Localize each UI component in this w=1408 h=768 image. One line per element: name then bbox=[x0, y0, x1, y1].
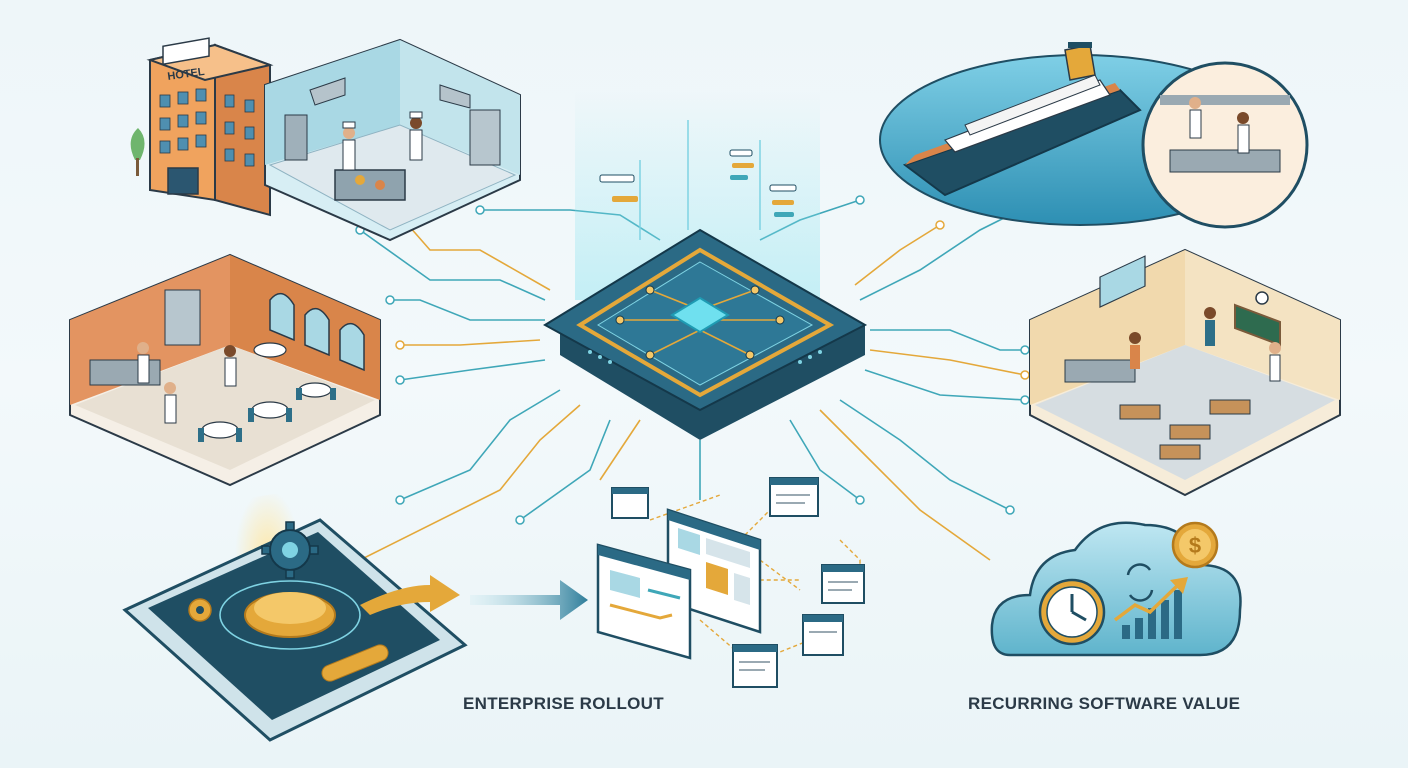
connector-line bbox=[859, 214, 1011, 301]
connector-line bbox=[869, 349, 1026, 376]
chef bbox=[409, 111, 423, 161]
dining-tables bbox=[201, 342, 332, 439]
orbit-ring bbox=[219, 580, 361, 650]
connector-line bbox=[870, 329, 1025, 351]
app-window bbox=[821, 564, 865, 604]
platform-gold-ring bbox=[576, 247, 835, 398]
connector-line bbox=[839, 399, 1011, 511]
restaurant-scene[interactable] bbox=[69, 253, 381, 487]
refresh-icon bbox=[1126, 563, 1154, 602]
cruise-ship bbox=[902, 42, 1142, 197]
chairs bbox=[198, 388, 336, 442]
clock-icon bbox=[1038, 578, 1106, 646]
people bbox=[1129, 307, 1281, 382]
central-platform[interactable] bbox=[543, 90, 868, 440]
connector-line bbox=[819, 409, 991, 561]
tree bbox=[130, 128, 145, 160]
connection-lines bbox=[359, 199, 1026, 561]
tablet-app[interactable] bbox=[122, 490, 468, 742]
cloud-value[interactable]: $ bbox=[990, 521, 1242, 657]
connector-line bbox=[854, 224, 941, 286]
chef bbox=[342, 121, 356, 171]
connector-line bbox=[399, 359, 546, 381]
connector-line bbox=[400, 339, 541, 346]
circuit-nodes bbox=[615, 285, 785, 360]
connector-line bbox=[399, 389, 561, 501]
connector-line bbox=[359, 229, 546, 301]
connector-line bbox=[519, 419, 611, 521]
connector-line bbox=[390, 299, 545, 321]
cafeteria-scene[interactable] bbox=[1029, 248, 1341, 497]
app-window bbox=[802, 614, 844, 656]
connector-line bbox=[789, 419, 861, 501]
hotel-kitchen-scene[interactable]: HOTEL bbox=[130, 37, 521, 242]
cruise-ship-scene[interactable] bbox=[879, 42, 1309, 229]
growth-chart-icon bbox=[1113, 577, 1188, 639]
dashboard-network[interactable] bbox=[596, 477, 865, 688]
light-beam bbox=[575, 90, 820, 300]
app-window bbox=[732, 644, 778, 688]
enterprise-rollout-caption: ENTERPRISE ROLLOUT bbox=[463, 694, 664, 713]
connector-line bbox=[864, 369, 1026, 401]
processor-chip bbox=[670, 296, 730, 334]
connector-line bbox=[599, 419, 641, 481]
floating-data-cards bbox=[599, 120, 797, 240]
dollar-coin-icon: $ bbox=[1171, 521, 1219, 569]
gear-icon bbox=[261, 521, 319, 579]
rollout-arrow-icon bbox=[470, 580, 588, 620]
hotel-sign: HOTEL bbox=[167, 66, 206, 83]
kitchen-room bbox=[264, 38, 521, 242]
recurring-value-caption: RECURRING SOFTWARE VALUE bbox=[968, 694, 1241, 713]
chefs bbox=[137, 342, 237, 424]
status-leds bbox=[588, 350, 822, 364]
analytics-window bbox=[596, 543, 692, 660]
platform-base bbox=[560, 325, 865, 440]
arched-windows bbox=[269, 292, 365, 372]
gear-icon bbox=[188, 598, 212, 622]
galley-inset bbox=[1141, 61, 1309, 229]
app-button bbox=[321, 644, 389, 682]
app-window bbox=[611, 487, 649, 519]
arrow-right-icon bbox=[360, 575, 460, 615]
wall-clock bbox=[1255, 291, 1269, 305]
hotel-building: HOTEL bbox=[146, 37, 274, 217]
connector-line bbox=[359, 404, 581, 561]
coin-symbol: $ bbox=[1189, 533, 1201, 558]
cafeteria-tables bbox=[1119, 399, 1251, 460]
app-window bbox=[769, 477, 819, 517]
